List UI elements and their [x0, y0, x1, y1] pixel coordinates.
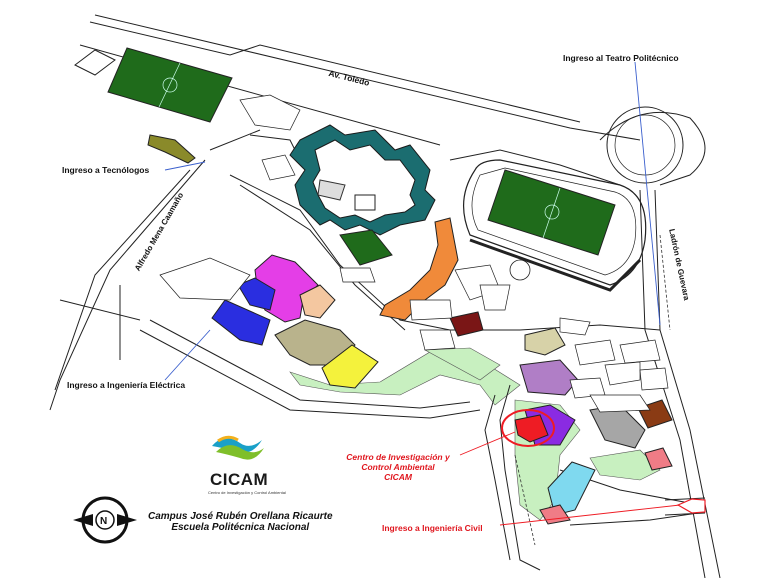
label-ingreso-electrica: Ingreso a Ingeniería Eléctrica [67, 380, 186, 390]
entrance-arrow [676, 498, 706, 514]
dashed-paths [514, 234, 671, 546]
orange-building [379, 217, 459, 321]
magenta-blue-buildings [211, 254, 336, 346]
label-ingreso-teatro: Ingreso al Teatro Politécnico [563, 53, 679, 63]
campus-title: Campus José Rubén Orellana Ricaurte Escu… [148, 511, 333, 533]
cicam-logo-name: CICAM [210, 470, 269, 489]
olive-building [147, 134, 196, 164]
campus-line-1: Campus José Rubén Orellana Ricaurte [148, 511, 333, 522]
campus-line-2: Escuela Politécnica Nacional [171, 522, 310, 533]
label-cicam: Centro de Investigación y Control Ambien… [333, 452, 463, 482]
darkred-building [449, 311, 484, 337]
misc-buildings [159, 94, 669, 413]
roundabout [606, 106, 684, 184]
label-ingreso-tecnologos: Ingreso a Tecnólogos [62, 165, 150, 175]
svg-text:N: N [100, 516, 107, 527]
small-roundabout [509, 259, 531, 281]
cicam-building [501, 404, 576, 447]
purple-building [519, 359, 579, 396]
north-arrow-icon: N [73, 496, 137, 544]
yellow-building [321, 344, 379, 389]
cicam-line-3: CICAM [384, 472, 412, 482]
label-ingreso-civil: Ingreso a Ingeniería Civil [382, 523, 483, 533]
stadium [462, 159, 647, 292]
football-field-north [74, 47, 233, 123]
cicam-line-1: Centro de Investigación y [346, 452, 450, 462]
tan-buildings [274, 319, 566, 366]
streets [49, 14, 721, 578]
courtyard-field [339, 229, 393, 266]
leader-lines [164, 61, 681, 526]
cicam-logo-subtitle: Centro de Investigación y Control Ambien… [208, 490, 286, 495]
pink-building [644, 447, 673, 471]
cicam-logo-icon [212, 435, 264, 460]
cicam-line-2: Control Ambiental [361, 462, 435, 472]
teal-building [289, 124, 436, 236]
